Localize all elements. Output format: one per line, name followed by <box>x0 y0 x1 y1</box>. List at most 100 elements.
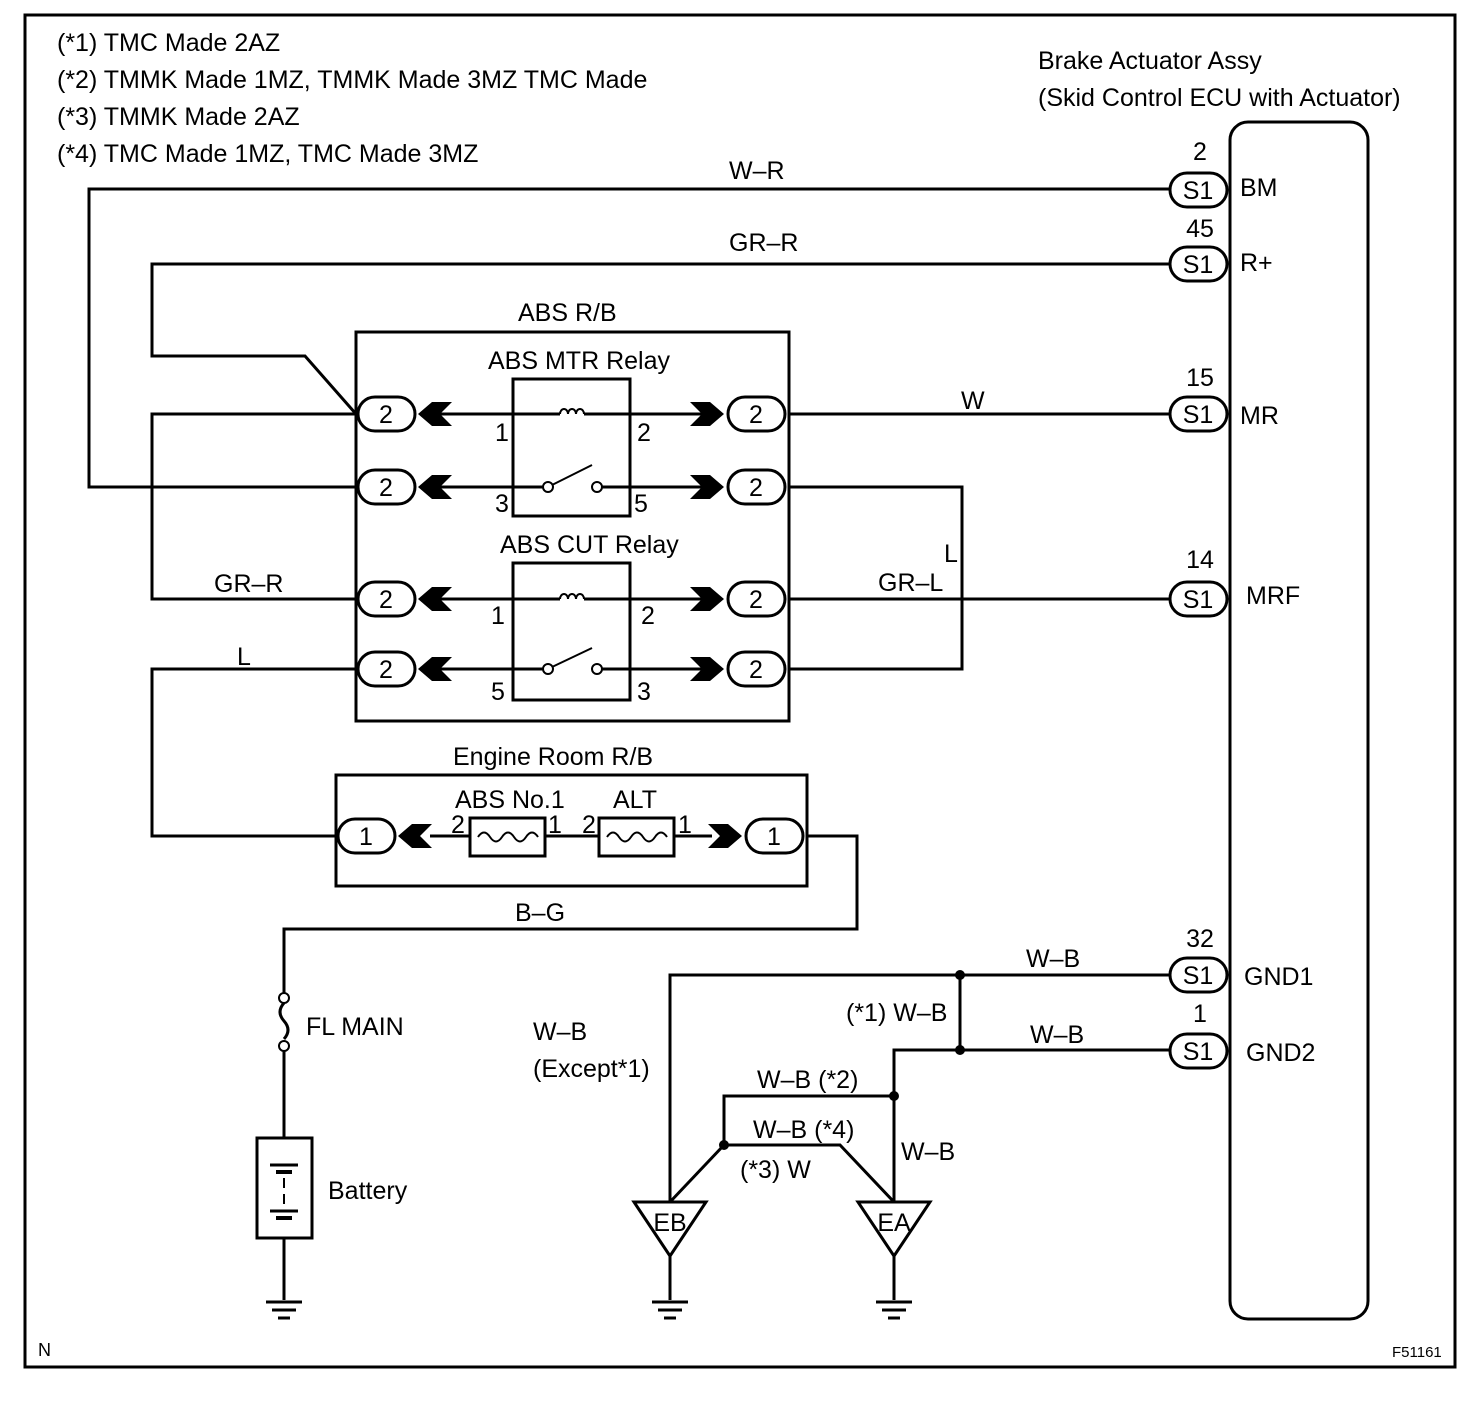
mtr-relay-title: ABS MTR Relay <box>488 347 670 375</box>
fl-main-label: FL MAIN <box>306 1013 404 1041</box>
figure-code: F51161 <box>1392 1344 1442 1361</box>
pin-connector-label: S1 <box>1183 401 1214 429</box>
pin-number-mrf: 14 <box>1186 546 1214 574</box>
wire-gr-r-top <box>150 262 1170 415</box>
pin-name-mrf: MRF <box>1246 582 1300 610</box>
mtr-relay-coil-icon <box>513 408 630 416</box>
cut-relay-pin1: 1 <box>491 602 505 630</box>
pin-connector-label: S1 <box>1183 1038 1214 1066</box>
ground-triangle-icon <box>855 1200 933 1259</box>
wire-label-w-b-ea: W–B <box>901 1138 955 1166</box>
pin-name-gnd1: GND1 <box>1244 963 1313 991</box>
ground-triangle-icon <box>631 1200 709 1259</box>
wire-w-r <box>87 187 1170 489</box>
ground-icon-battery <box>266 1300 302 1320</box>
junction-dot <box>719 1140 729 1150</box>
ground-eb-label: EB <box>653 1209 686 1237</box>
cut-relay-box <box>511 561 632 702</box>
conn-label: 2 <box>379 656 393 684</box>
abs-rb-left-connectors: 2 2 2 2 <box>356 395 452 688</box>
wires <box>87 187 1170 1300</box>
wire-label-w-b-star1: (*1) W–B <box>846 999 947 1027</box>
fuse-abs-pin-b: 1 <box>548 811 562 839</box>
pin-connector-label: S1 <box>1183 251 1214 279</box>
notes-block: (*1) TMC Made 2AZ (*2) TMMK Made 1MZ, TM… <box>57 29 647 168</box>
cut-relay-pin5: 5 <box>491 678 505 706</box>
conn-label: 2 <box>749 474 763 502</box>
wire-label-w-b-gnd1: W–B <box>1026 945 1080 973</box>
note-1: (*1) TMC Made 2AZ <box>57 29 280 57</box>
wire-l-right <box>788 485 964 671</box>
note-2: (*2) TMMK Made 1MZ, TMMK Made 3MZ TMC Ma… <box>57 66 647 94</box>
engine-rb-left-conn <box>336 817 397 855</box>
pin-connector-label: S1 <box>1183 586 1214 614</box>
wire-b-g <box>282 834 859 998</box>
conn-label: 2 <box>379 586 393 614</box>
conn-label: 2 <box>749 401 763 429</box>
mtr-relay-box <box>511 377 632 518</box>
wire-l-left <box>150 667 360 838</box>
battery-label: Battery <box>328 1177 408 1205</box>
junction-dot <box>955 970 965 980</box>
pin-number-bm: 2 <box>1193 138 1207 166</box>
pin-name-bm: BM <box>1240 174 1278 202</box>
ground-point-ea: EA <box>855 1200 933 1320</box>
cut-relay-switch-icon <box>513 647 630 675</box>
wire-label-w-b-gnd2: W–B <box>1030 1021 1084 1049</box>
wire-label-w-b-star2: W–B (*2) <box>757 1066 858 1094</box>
wire-label-except1: (Except*1) <box>533 1055 650 1083</box>
pin-number-mr: 15 <box>1186 364 1214 392</box>
wire-w-b-star4 <box>724 1143 896 1204</box>
note-3: (*3) TMMK Made 2AZ <box>57 103 300 131</box>
fusible-link-icon <box>278 992 290 1004</box>
wire-label-l-left: L <box>237 643 251 671</box>
note-4: (*4) TMC Made 1MZ, TMC Made 3MZ <box>57 140 478 168</box>
pin-name-r-plus: R+ <box>1240 249 1273 277</box>
conn-label: 2 <box>749 586 763 614</box>
mtr-relay-pin2: 2 <box>637 419 651 447</box>
pin-connector-r-plus <box>1168 245 1229 283</box>
abs-relay-block: ABS R/B ABS MTR Relay 1 2 3 5 ABS <box>354 299 791 723</box>
engine-rb-right-conn <box>744 817 805 855</box>
junction-dot <box>889 1091 899 1101</box>
pin-name-gnd2: GND2 <box>1246 1039 1315 1067</box>
mtr-relay-switch-icon <box>513 464 630 493</box>
pin-number-gnd1: 32 <box>1186 925 1214 953</box>
actuator-subtitle: (Skid Control ECU with Actuator) <box>1038 84 1401 112</box>
fuse-alt-pin-a: 2 <box>582 811 596 839</box>
wire-label-l-right: L <box>944 540 958 568</box>
pin-connector-gnd1 <box>1168 956 1229 994</box>
wire-star3-w <box>668 1143 726 1204</box>
wire-w-b-gnd2 <box>892 1048 1170 1202</box>
pin-number-r-plus: 45 <box>1186 215 1214 243</box>
wire-label-w-b-star4: W–B (*4) <box>753 1116 854 1144</box>
pin-connector-mr <box>1168 395 1229 433</box>
engine-rb-title: Engine Room R/B <box>453 743 653 771</box>
connector-arrow-icon <box>398 824 432 848</box>
wire-label-w-r: W–R <box>729 157 785 185</box>
fl-main-fuse: FL MAIN <box>278 992 404 1052</box>
wire-w-b-star2 <box>722 1094 894 1145</box>
wire-label-gr-r-left: GR–R <box>214 570 283 598</box>
pin-connector-label: S1 <box>1183 962 1214 990</box>
actuator-title: Brake Actuator Assy <box>1038 47 1262 75</box>
conn-label: 2 <box>379 474 393 502</box>
diagram-frame <box>23 13 1457 1369</box>
pin-number-gnd2: 1 <box>1193 1000 1207 1028</box>
cut-relay-coil-icon <box>513 593 630 601</box>
ground-point-eb: EB <box>631 1200 709 1320</box>
fuse-abs-pin-a: 2 <box>451 811 465 839</box>
wire-w-b-gnd1 <box>668 973 1170 1202</box>
abs-rb-title: ABS R/B <box>518 299 617 327</box>
battery: Battery <box>255 1136 408 1240</box>
wire-label-gr-l: GR–L <box>878 569 943 597</box>
actuator-body <box>1228 120 1370 1321</box>
fuse-alt-pin-b: 1 <box>678 811 692 839</box>
pin-connector-label: S1 <box>1183 177 1214 205</box>
engine-room-relay-block: Engine Room R/B 1 1 ABS No.1 2 1 ALT 2 1 <box>334 743 809 888</box>
abs-rb-right-connectors: 2 2 2 2 <box>690 395 787 688</box>
mtr-relay-pin3: 3 <box>495 490 509 518</box>
fuse-alt-label: ALT <box>613 786 657 814</box>
wire-gr-r-left <box>150 412 360 601</box>
